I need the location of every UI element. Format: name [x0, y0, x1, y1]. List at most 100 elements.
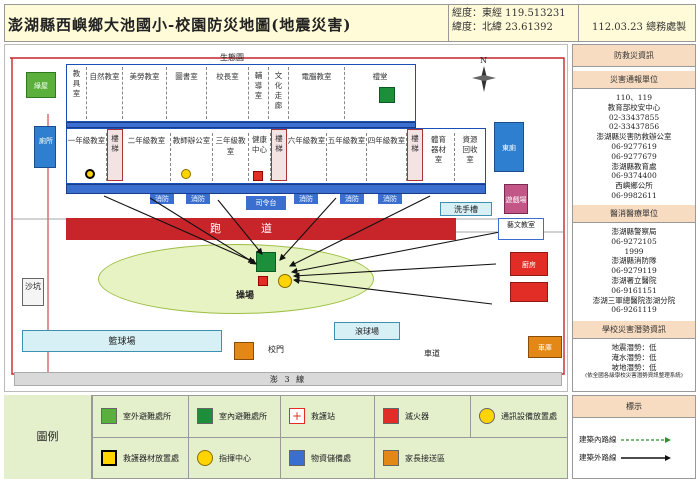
latitude: 緯度：北緯 23.61392	[452, 22, 553, 33]
room-grade1: 一年級教室	[67, 133, 107, 181]
teachers-office: 教師辦公室	[171, 133, 213, 181]
parent-pickup-icon	[234, 342, 254, 360]
command-center-icon	[278, 274, 292, 288]
sports-field	[98, 244, 374, 314]
eco-garden-label: 生態園	[220, 53, 244, 62]
room-principal: 校長室	[207, 67, 249, 119]
communication-icon	[479, 408, 495, 424]
legend-item: + 救護站	[280, 395, 374, 437]
room-art: 美勞教室	[123, 67, 167, 119]
legend-label: 指揮中心	[219, 453, 251, 463]
report-line: 西嶼鄉公所	[615, 181, 653, 191]
legend-item: 室內避難處所	[188, 395, 280, 437]
legend-label: 物資儲備處	[311, 453, 351, 463]
info-panel: 防救災資訊 災害通報單位 110、119 教育部校安中心 02-33437855…	[572, 44, 696, 392]
legend-item: 家長接送區	[374, 437, 568, 479]
legend-label: 家長接送區	[405, 453, 445, 463]
garage: 車庫	[528, 336, 562, 358]
extinguisher-mark: 消防	[186, 194, 210, 204]
header-bar	[4, 4, 696, 42]
medical-line: 06-9161151	[611, 285, 657, 295]
longitude: 經度：東經 119.513231	[452, 8, 566, 19]
medical-units-list: 澎湖縣警察局 06-9272105 1999 澎湖縣消防隊 06-9279119…	[573, 227, 695, 315]
room-teaching-aids: 教具室	[67, 67, 87, 119]
date-office: 112.03.23 總務處製	[592, 22, 687, 33]
legend-item: 通訊設備放置處	[470, 395, 568, 437]
dodgeball-court: 滾球場	[334, 322, 400, 340]
potential-note: (依全國各級學校災害潛勢資訊整理系統)	[585, 373, 683, 380]
legend-item: 滅火器	[374, 395, 470, 437]
legend-title: 圖例	[4, 395, 92, 479]
green-house: 綠屋	[26, 72, 56, 98]
report-line: 澎湖縣教育處	[611, 161, 657, 171]
indoor-shelter-icon	[379, 87, 395, 103]
medical-line: 澎湖縣警察局	[611, 227, 657, 236]
report-units-header: 災害通報單位	[573, 71, 695, 89]
room-library: 圖書室	[167, 67, 207, 119]
parent-pickup-icon	[383, 450, 399, 466]
room-grade3: 三年級教室	[213, 133, 249, 181]
extinguisher-mark: 消防	[150, 194, 174, 204]
upper-corridor	[66, 122, 416, 128]
health-center: 健康中心	[249, 133, 271, 181]
lower-corridor	[66, 184, 486, 194]
report-line: 06-9277619	[611, 141, 657, 151]
legend-item: 救護器材放置處	[92, 437, 188, 479]
potential-header: 學校災害潛勢資訊	[573, 321, 695, 339]
medical-units-header: 醫消醫療單位	[573, 205, 695, 223]
fire-extinguisher-icon	[383, 408, 399, 424]
legend-label: 室外避難處所	[123, 411, 171, 421]
supply-storage-icon	[510, 282, 548, 302]
report-line: 教育部校安中心	[607, 102, 661, 112]
potential-line: 淹水潛勢：低	[611, 352, 657, 362]
legend-label: 通訊設備放置處	[501, 411, 557, 421]
room-grade5: 五年級教室	[327, 133, 367, 181]
room-auditorium: 禮堂	[372, 72, 388, 81]
report-line: 02-33437856	[608, 122, 660, 132]
coordinates: 經度：東經 119.513231 緯度：北緯 23.61392	[452, 7, 574, 35]
report-line: 澎湖縣災害防救辦公室	[596, 132, 672, 142]
command-center-icon	[197, 450, 213, 466]
legend-divider	[92, 437, 568, 438]
legend-label: 救護器材放置處	[123, 453, 179, 463]
kitchen: 廚房	[510, 252, 548, 276]
school-gate-label: 校門	[268, 345, 284, 354]
route-legend-row: 建築內路線	[579, 434, 671, 445]
route-label: 建築內路線	[579, 435, 617, 444]
medical-line: 澎湖署立醫院	[611, 275, 657, 285]
route-label: 建築外路線	[579, 453, 617, 462]
east-toilet: 東廁	[494, 122, 524, 172]
rescue-equipment-icon	[101, 450, 117, 466]
field-label: 操場	[236, 291, 255, 301]
legend-label: 救護站	[311, 411, 335, 421]
room-grade4: 四年級教室	[367, 133, 407, 181]
first-aid-icon	[258, 276, 268, 286]
upper-building: 教具室 自然教室 美勞教室 圖書室 校長室 輔導室 文化走廊 電腦教室 禮堂	[66, 64, 416, 122]
room-science: 自然教室	[87, 67, 123, 119]
solid-arrow-icon	[620, 454, 671, 461]
medical-line: 澎湖三軍總醫院澎湖分院	[592, 295, 676, 305]
header-divider	[448, 4, 449, 42]
stairs-2: 樓梯	[271, 129, 287, 181]
report-line: 06-9277679	[611, 151, 657, 161]
lower-building: 一年級教室 樓梯 二年級教室 教師辦公室 三年級教室 健康中心 樓梯 六年級教室…	[66, 128, 486, 184]
room-counseling: 輔導室	[249, 67, 269, 119]
stairs-1: 樓梯	[107, 129, 123, 181]
panel-section-title: 防救災資訊	[573, 45, 695, 67]
legend-item: 指揮中心	[188, 437, 280, 479]
stairs-3: 樓梯	[407, 129, 423, 181]
supply-storage-icon	[289, 450, 305, 466]
first-aid-icon	[253, 171, 263, 181]
legend-label: 滅火器	[405, 411, 429, 421]
arts-classroom: 藝文教室	[498, 218, 544, 240]
extinguisher-mark: 消防	[378, 194, 402, 204]
culture-corridor: 文化走廊	[269, 67, 289, 119]
command-desk: 司令台	[246, 196, 286, 210]
medical-line: 06-9279119	[611, 266, 657, 276]
room-grade6: 六年級教室	[287, 133, 327, 181]
header-divider	[578, 4, 579, 42]
communication-icon	[181, 169, 191, 179]
recycling-room: 資源回收室	[462, 135, 478, 164]
medical-line: 1999	[624, 246, 644, 256]
